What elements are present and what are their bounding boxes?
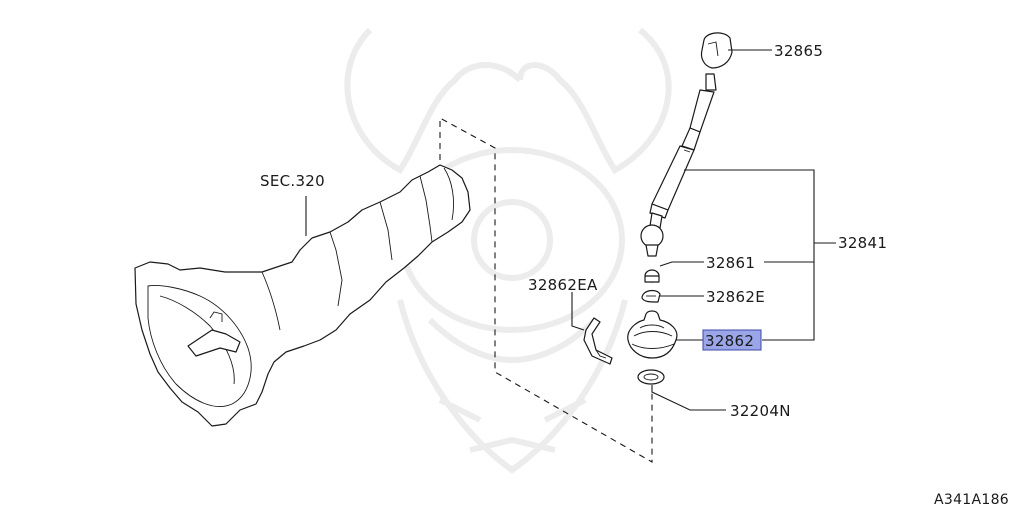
part-label-32862[interactable]: 32862 xyxy=(705,332,754,350)
ball-joint[interactable] xyxy=(640,224,664,257)
spring-clip[interactable] xyxy=(641,289,661,303)
snap-ring[interactable] xyxy=(637,369,665,385)
part-label-32861[interactable]: 32861 xyxy=(706,254,755,272)
boot-bracket[interactable] xyxy=(583,317,613,365)
transmission-housing[interactable] xyxy=(134,164,471,427)
section-ref-label[interactable]: SEC.320 xyxy=(260,172,325,190)
alignment-lines xyxy=(439,117,653,463)
shift-knob[interactable] xyxy=(700,32,733,69)
part-label-32204N[interactable]: 32204N xyxy=(730,402,791,420)
bushing[interactable] xyxy=(644,269,660,283)
part-label-32862EA[interactable]: 32862EA xyxy=(528,276,598,294)
part-label-32862E[interactable]: 32862E xyxy=(706,288,765,306)
part-label-32865[interactable]: 32865 xyxy=(774,42,823,60)
figure-code: A341A186 xyxy=(934,492,1009,508)
part-highlight xyxy=(702,329,762,351)
shift-boot[interactable] xyxy=(627,310,678,359)
leader-lines xyxy=(305,49,836,411)
part-label-32841[interactable]: 32841 xyxy=(838,234,887,252)
shift-lever[interactable] xyxy=(649,73,717,229)
